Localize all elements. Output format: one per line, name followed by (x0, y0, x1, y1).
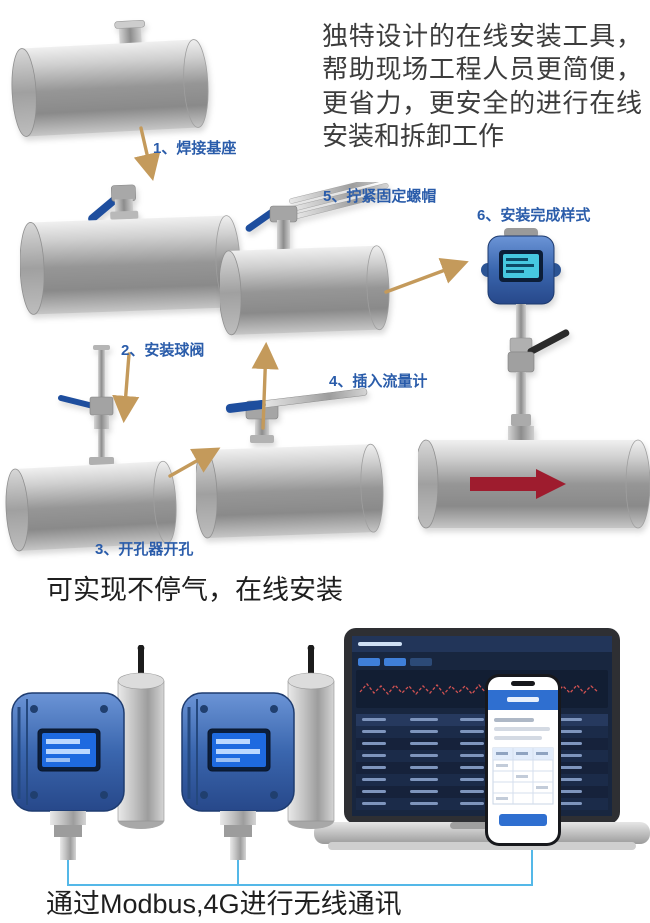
gas-detector-left (10, 644, 175, 865)
laptop (314, 628, 650, 865)
step5-label: 5、拧紧固定螺帽 (323, 188, 437, 205)
laptop-base (314, 822, 650, 844)
gas-detector-right (180, 644, 345, 865)
communication-caption: 通过Modbus,4G进行无线通讯 (46, 889, 402, 919)
step5-tighten-nut-illustration (218, 175, 405, 342)
sensor-cylinder (287, 680, 335, 822)
step4-insert-flowmeter-illustration (194, 385, 386, 550)
sensor-cylinder (117, 680, 165, 822)
step3-label: 3、开孔器开孔 (95, 541, 194, 558)
step2-ball-valve-illustration (19, 165, 241, 345)
step1-welded-base-illustration (10, 19, 210, 143)
intro-text: 独特设计的在线安装工具， 帮助现场工程人员更简便， 更省力，更安全的进行在线安装… (322, 21, 642, 151)
step3-hole-opener-illustration (5, 345, 180, 560)
step2-label: 2、安装球阀 (121, 342, 205, 359)
flow-direction-arrow (470, 469, 566, 499)
step4-label: 4、插入流量计 (329, 373, 428, 390)
smartphone (485, 674, 561, 851)
phone-notch (511, 681, 535, 686)
online-install-caption: 可实现不停气，在线安装 (46, 575, 343, 605)
app-button (499, 814, 547, 826)
step6-completed-flowmeter-illustration (413, 226, 650, 546)
step1-label: 1、焊接基座 (153, 140, 237, 157)
app-table (492, 747, 554, 805)
step6-label: 6、安装完成样式 (477, 207, 591, 224)
